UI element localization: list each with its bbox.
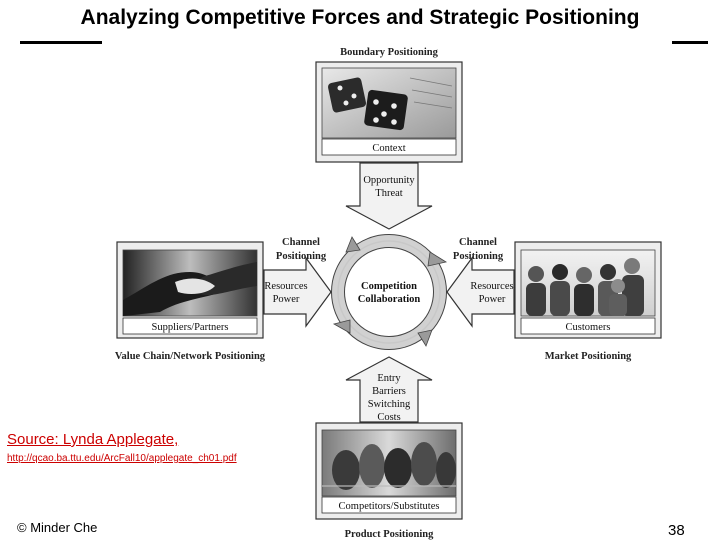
competition-collaboration-cycle: Competition Collaboration	[331, 234, 448, 350]
context-panel: Context	[315, 61, 463, 163]
market-positioning-label: Market Positioning	[545, 351, 632, 362]
customers-caption: Customers	[566, 322, 611, 333]
slide-title: Analyzing Competitive Forces and Strateg…	[80, 6, 640, 29]
entry-barriers-arrow: Entry Barriers Switching Costs	[345, 356, 433, 423]
left-arrow-label-1: Resources	[264, 281, 307, 292]
opportunity-threat-arrow: Opportunity Threat	[345, 162, 433, 230]
left-channel-label-2: Positioning	[276, 251, 327, 262]
cyclists-race-icon	[322, 442, 456, 490]
right-channel-label-2: Positioning	[453, 251, 504, 262]
top-arrow-label-2: Threat	[375, 188, 402, 199]
cycle-arrowheads-icon	[332, 236, 448, 347]
handshake-icon	[123, 262, 257, 316]
title-rule-left	[20, 41, 102, 44]
bottom-arrow-label-2: Barriers	[372, 386, 406, 397]
bottom-arrow-label-4: Costs	[377, 412, 400, 423]
left-channel-label-1: Channel	[282, 237, 320, 248]
source-url-link[interactable]: http://qcao.ba.ttu.edu/ArcFall10/applega…	[7, 453, 237, 464]
page-number: 38	[668, 522, 685, 539]
customers-panel: Customers	[514, 241, 662, 339]
bottom-arrow-label-1: Entry	[377, 373, 401, 384]
top-arrow-label-1: Opportunity	[363, 175, 415, 186]
title-rule-right	[672, 41, 708, 44]
people-group-icon	[526, 258, 644, 316]
suppliers-caption: Suppliers/Partners	[152, 322, 229, 333]
right-arrow-label-2: Power	[479, 294, 506, 305]
left-arrow-label-2: Power	[273, 294, 300, 305]
source-link[interactable]: Source: Lynda Applegate,	[7, 431, 179, 448]
context-caption: Context	[372, 143, 405, 154]
copyright-text: © Minder Che	[17, 520, 98, 535]
competitors-substitutes-panel: Competitors/Substitutes	[315, 422, 463, 520]
suppliers-partners-panel: Suppliers/Partners	[116, 241, 264, 339]
competitors-caption: Competitors/Substitutes	[339, 501, 440, 512]
left-resources-power-arrow: Resources Power	[263, 256, 332, 328]
right-arrow-label-1: Resources	[470, 281, 513, 292]
product-positioning-label: Product Positioning	[345, 529, 435, 540]
bottom-arrow-label-3: Switching	[368, 399, 411, 410]
dice-icon	[327, 77, 453, 131]
right-channel-label-1: Channel	[459, 237, 497, 248]
value-chain-positioning-label: Value Chain/Network Positioning	[115, 351, 266, 362]
center-label-1: Competition	[361, 281, 417, 292]
boundary-positioning-label: Boundary Positioning	[340, 47, 438, 58]
center-label-2: Collaboration	[358, 294, 421, 305]
right-resources-power-arrow: Resources Power	[446, 256, 515, 328]
